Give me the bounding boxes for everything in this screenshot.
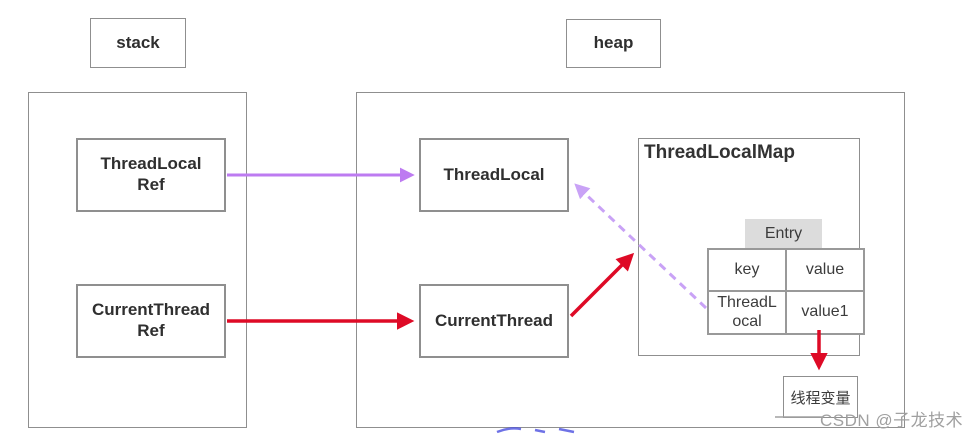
heap-title-label: heap [593, 33, 634, 53]
entry-table-cell-key: ThreadL ocal [707, 290, 787, 335]
entry-table-cell-value: value1 [785, 290, 865, 335]
entry-table: key value ThreadL ocal value1 [707, 248, 865, 335]
currentthread-label: CurrentThread [434, 310, 554, 330]
currentthread-ref-label: CurrentThread Ref [91, 300, 211, 340]
threadlocal-label: ThreadLocal [443, 164, 545, 184]
threadlocal-ref-label: ThreadLocal Ref [100, 154, 202, 194]
watermark-text: CSDN @子龙技术 [820, 411, 964, 430]
entry-table-data-row: ThreadL ocal value1 [707, 290, 865, 335]
currentthread-ref-node: CurrentThread Ref [76, 284, 226, 358]
threadlocalmap-title: ThreadLocalMap [644, 142, 795, 163]
entry-table-header-value: value [785, 248, 865, 292]
thread-variable-label: 线程变量 [790, 389, 851, 407]
heap-region-container [356, 92, 905, 428]
heap-title-box: heap [566, 19, 661, 68]
entry-tab: Entry [745, 219, 822, 248]
stack-title-box: stack [90, 18, 186, 68]
currentthread-node: CurrentThread [419, 284, 569, 358]
stack-region-container [28, 92, 247, 428]
entry-label: Entry [764, 224, 803, 242]
threadlocal-ref-node: ThreadLocal Ref [76, 138, 226, 212]
entry-table-header-row: key value [707, 248, 865, 292]
blue-artifact [496, 427, 575, 434]
threadlocal-node: ThreadLocal [419, 138, 569, 212]
entry-table-header-key: key [707, 248, 787, 292]
stack-title-label: stack [116, 32, 160, 52]
